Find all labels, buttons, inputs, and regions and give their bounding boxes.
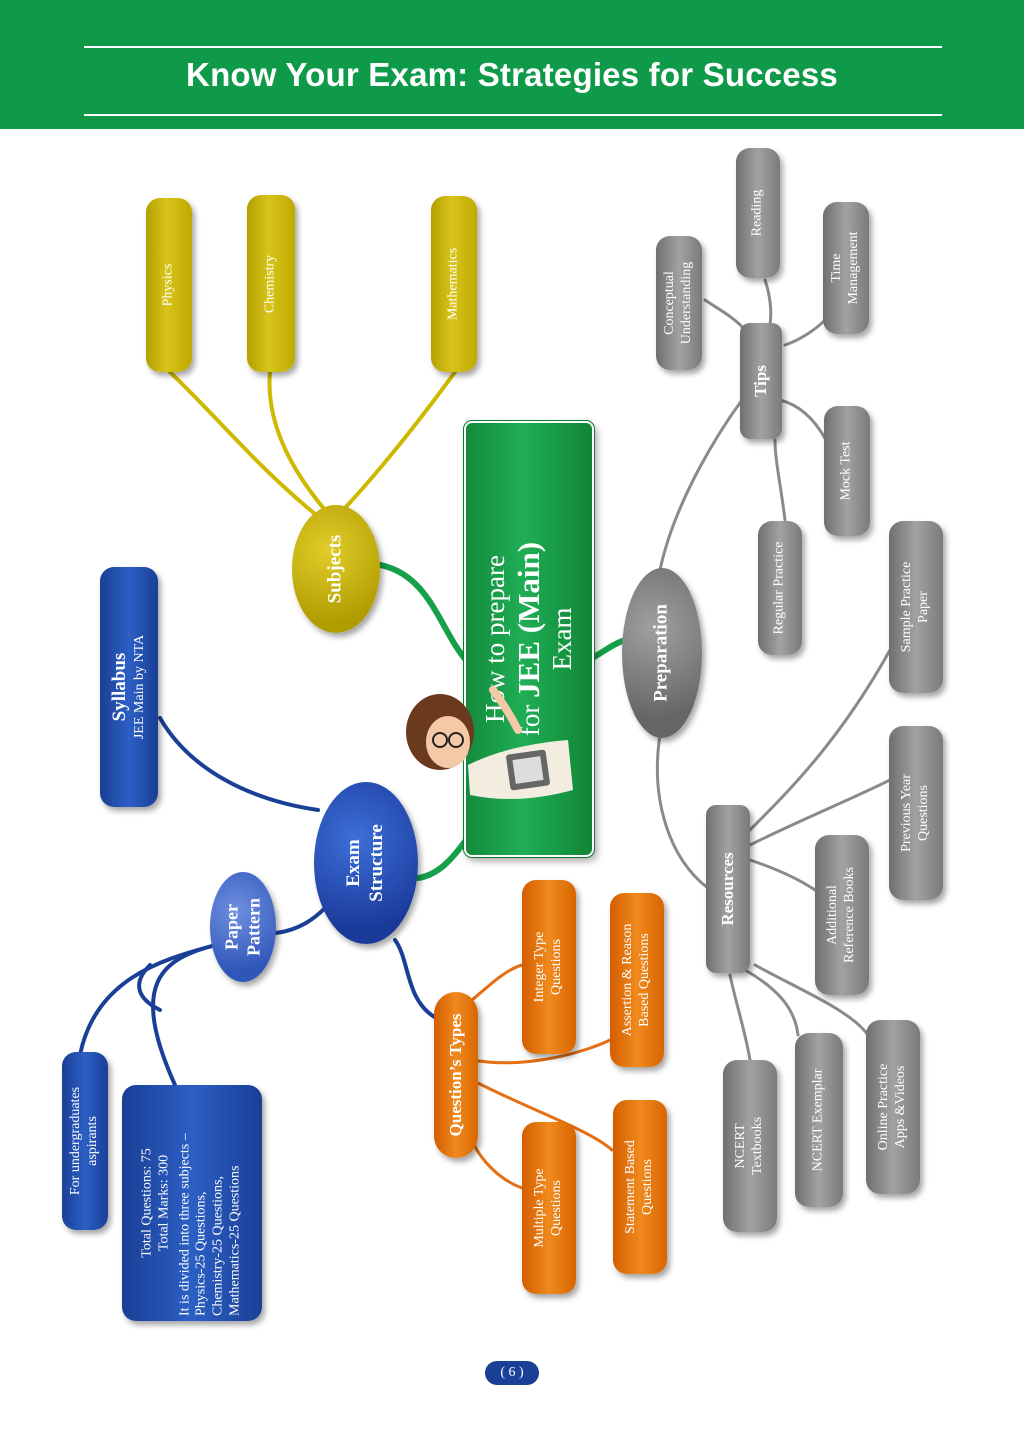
tip-reading[interactable]: Reading [736, 148, 780, 278]
question-type-multiple[interactable]: Multiple Type Questions [522, 1122, 576, 1294]
page-number: ( 6 ) [485, 1361, 539, 1385]
question-type-integer-label: Integer Type Questions [532, 931, 564, 1003]
tip-mock-test[interactable]: Mock Test [824, 406, 870, 536]
resource-sample-paper[interactable]: Sample Practice Paper [889, 521, 943, 693]
subject-physics[interactable]: Physics [146, 198, 192, 372]
resources-node[interactable]: Resources [706, 805, 750, 973]
resource-ncert-textbooks-label: NCERT Textbooks [733, 1116, 765, 1176]
resource-ncert-exemplar[interactable]: NCERT Exemplar [795, 1033, 843, 1207]
syllabus-box[interactable]: Syllabus JEE Main by NTA [100, 567, 158, 807]
resource-ncert-textbooks[interactable]: NCERT Textbooks [723, 1060, 777, 1232]
tip-mock-test-label: Mock Test [838, 441, 854, 501]
preparation-label: Preparation [650, 604, 672, 702]
subject-chemistry[interactable]: Chemistry [247, 195, 295, 372]
paper-pattern-node[interactable]: Paper Pattern [210, 872, 276, 982]
resource-previous-year[interactable]: Previous Year Questions [889, 726, 943, 900]
resource-online-practice-label: Online Practice Apps &Videos [876, 1063, 908, 1151]
resource-ncert-exemplar-label: NCERT Exemplar [810, 1068, 826, 1172]
header-rule-bottom [84, 114, 942, 116]
syllabus-title: Syllabus [109, 652, 131, 722]
paper-details-box[interactable]: Total Questions: 75 Total Marks: 300 It … [122, 1085, 262, 1321]
question-type-integer[interactable]: Integer Type Questions [522, 880, 576, 1054]
subject-mathematics-label: Mathematics [445, 247, 461, 321]
audience-text: For undergraduates aspirants [68, 1086, 100, 1196]
subjects-label: Subjects [324, 534, 346, 604]
question-types-label: Question’s Types [445, 1013, 465, 1137]
paper-pattern-label: Paper Pattern [221, 898, 263, 956]
teacher-illustration [406, 686, 573, 799]
resource-previous-year-label: Previous Year Questions [899, 774, 931, 852]
syllabus-content: Syllabus JEE Main by NTA [109, 577, 149, 797]
subject-chemistry-label: Chemistry [262, 254, 278, 313]
resource-sample-paper-label: Sample Practice Paper [899, 561, 931, 653]
preparation-node[interactable]: Preparation [622, 568, 702, 738]
tip-regular-practice[interactable]: Regular Practice [758, 521, 802, 655]
tip-conceptual-label: Conceptual Understanding [662, 261, 694, 345]
question-type-assertion-label: Assertion & Reason Based Questions [620, 923, 652, 1037]
subject-mathematics[interactable]: Mathematics [431, 196, 477, 372]
tips-node[interactable]: Tips [740, 323, 782, 439]
subject-physics-label: Physics [160, 263, 176, 307]
paper-details-text: Total Questions: 75 Total Marks: 300 It … [139, 1133, 243, 1316]
audience-box[interactable]: For undergraduates aspirants [62, 1052, 108, 1230]
tip-reading-label: Reading [749, 189, 765, 237]
page-title: Know Your Exam: Strategies for Success [186, 56, 838, 93]
tips-label: Tips [750, 365, 770, 397]
tip-conceptual[interactable]: Conceptual Understanding [656, 236, 702, 370]
exam-structure-label: Exam Structure [343, 824, 387, 902]
tip-time-management[interactable]: Time Management [823, 202, 869, 334]
question-type-statement[interactable]: Statement Based Questions [613, 1100, 667, 1274]
subjects-node[interactable]: Subjects [292, 505, 380, 633]
resource-online-practice[interactable]: Online Practice Apps &Videos [866, 1020, 920, 1194]
question-types-node[interactable]: Question’s Types [434, 992, 478, 1158]
question-type-assertion[interactable]: Assertion & Reason Based Questions [610, 893, 664, 1067]
syllabus-subtitle: JEE Main by NTA [132, 634, 147, 740]
resources-label: Resources [717, 852, 737, 926]
question-type-statement-label: Statement Based Questions [623, 1140, 655, 1234]
header-rule-top [84, 46, 942, 48]
resource-reference-books-label: Additional Reference Books [825, 866, 857, 964]
tip-time-management-label: Time Management [829, 231, 861, 305]
tip-regular-practice-label: Regular Practice [771, 541, 787, 635]
question-type-multiple-label: Multiple Type Questions [532, 1168, 564, 1248]
resource-reference-books[interactable]: Additional Reference Books [815, 835, 869, 995]
page-header: Know Your Exam: Strategies for Success [0, 0, 1024, 129]
exam-structure-node[interactable]: Exam Structure [314, 782, 418, 944]
